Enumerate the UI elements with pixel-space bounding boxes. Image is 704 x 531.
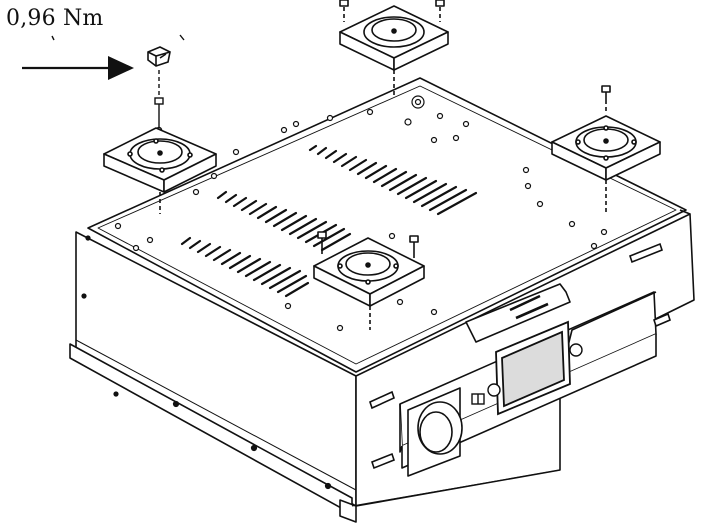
display-screen (495, 320, 571, 416)
panel-buttons (471, 343, 583, 405)
fan-screw (154, 70, 164, 134)
torque-annotation: 0,96 Nm (6, 6, 104, 31)
torque-tool-icon (147, 46, 171, 67)
fan-unit-top (339, 0, 449, 96)
fan-unit-right (551, 85, 661, 212)
fan-unit-left (103, 127, 217, 214)
side-screw-holes (81, 235, 332, 490)
side-slots (369, 242, 671, 470)
label-ticks (51, 34, 185, 41)
fan-unit-front (313, 231, 425, 330)
torque-arrow (22, 56, 134, 80)
rotary-knob-icon (417, 401, 463, 455)
